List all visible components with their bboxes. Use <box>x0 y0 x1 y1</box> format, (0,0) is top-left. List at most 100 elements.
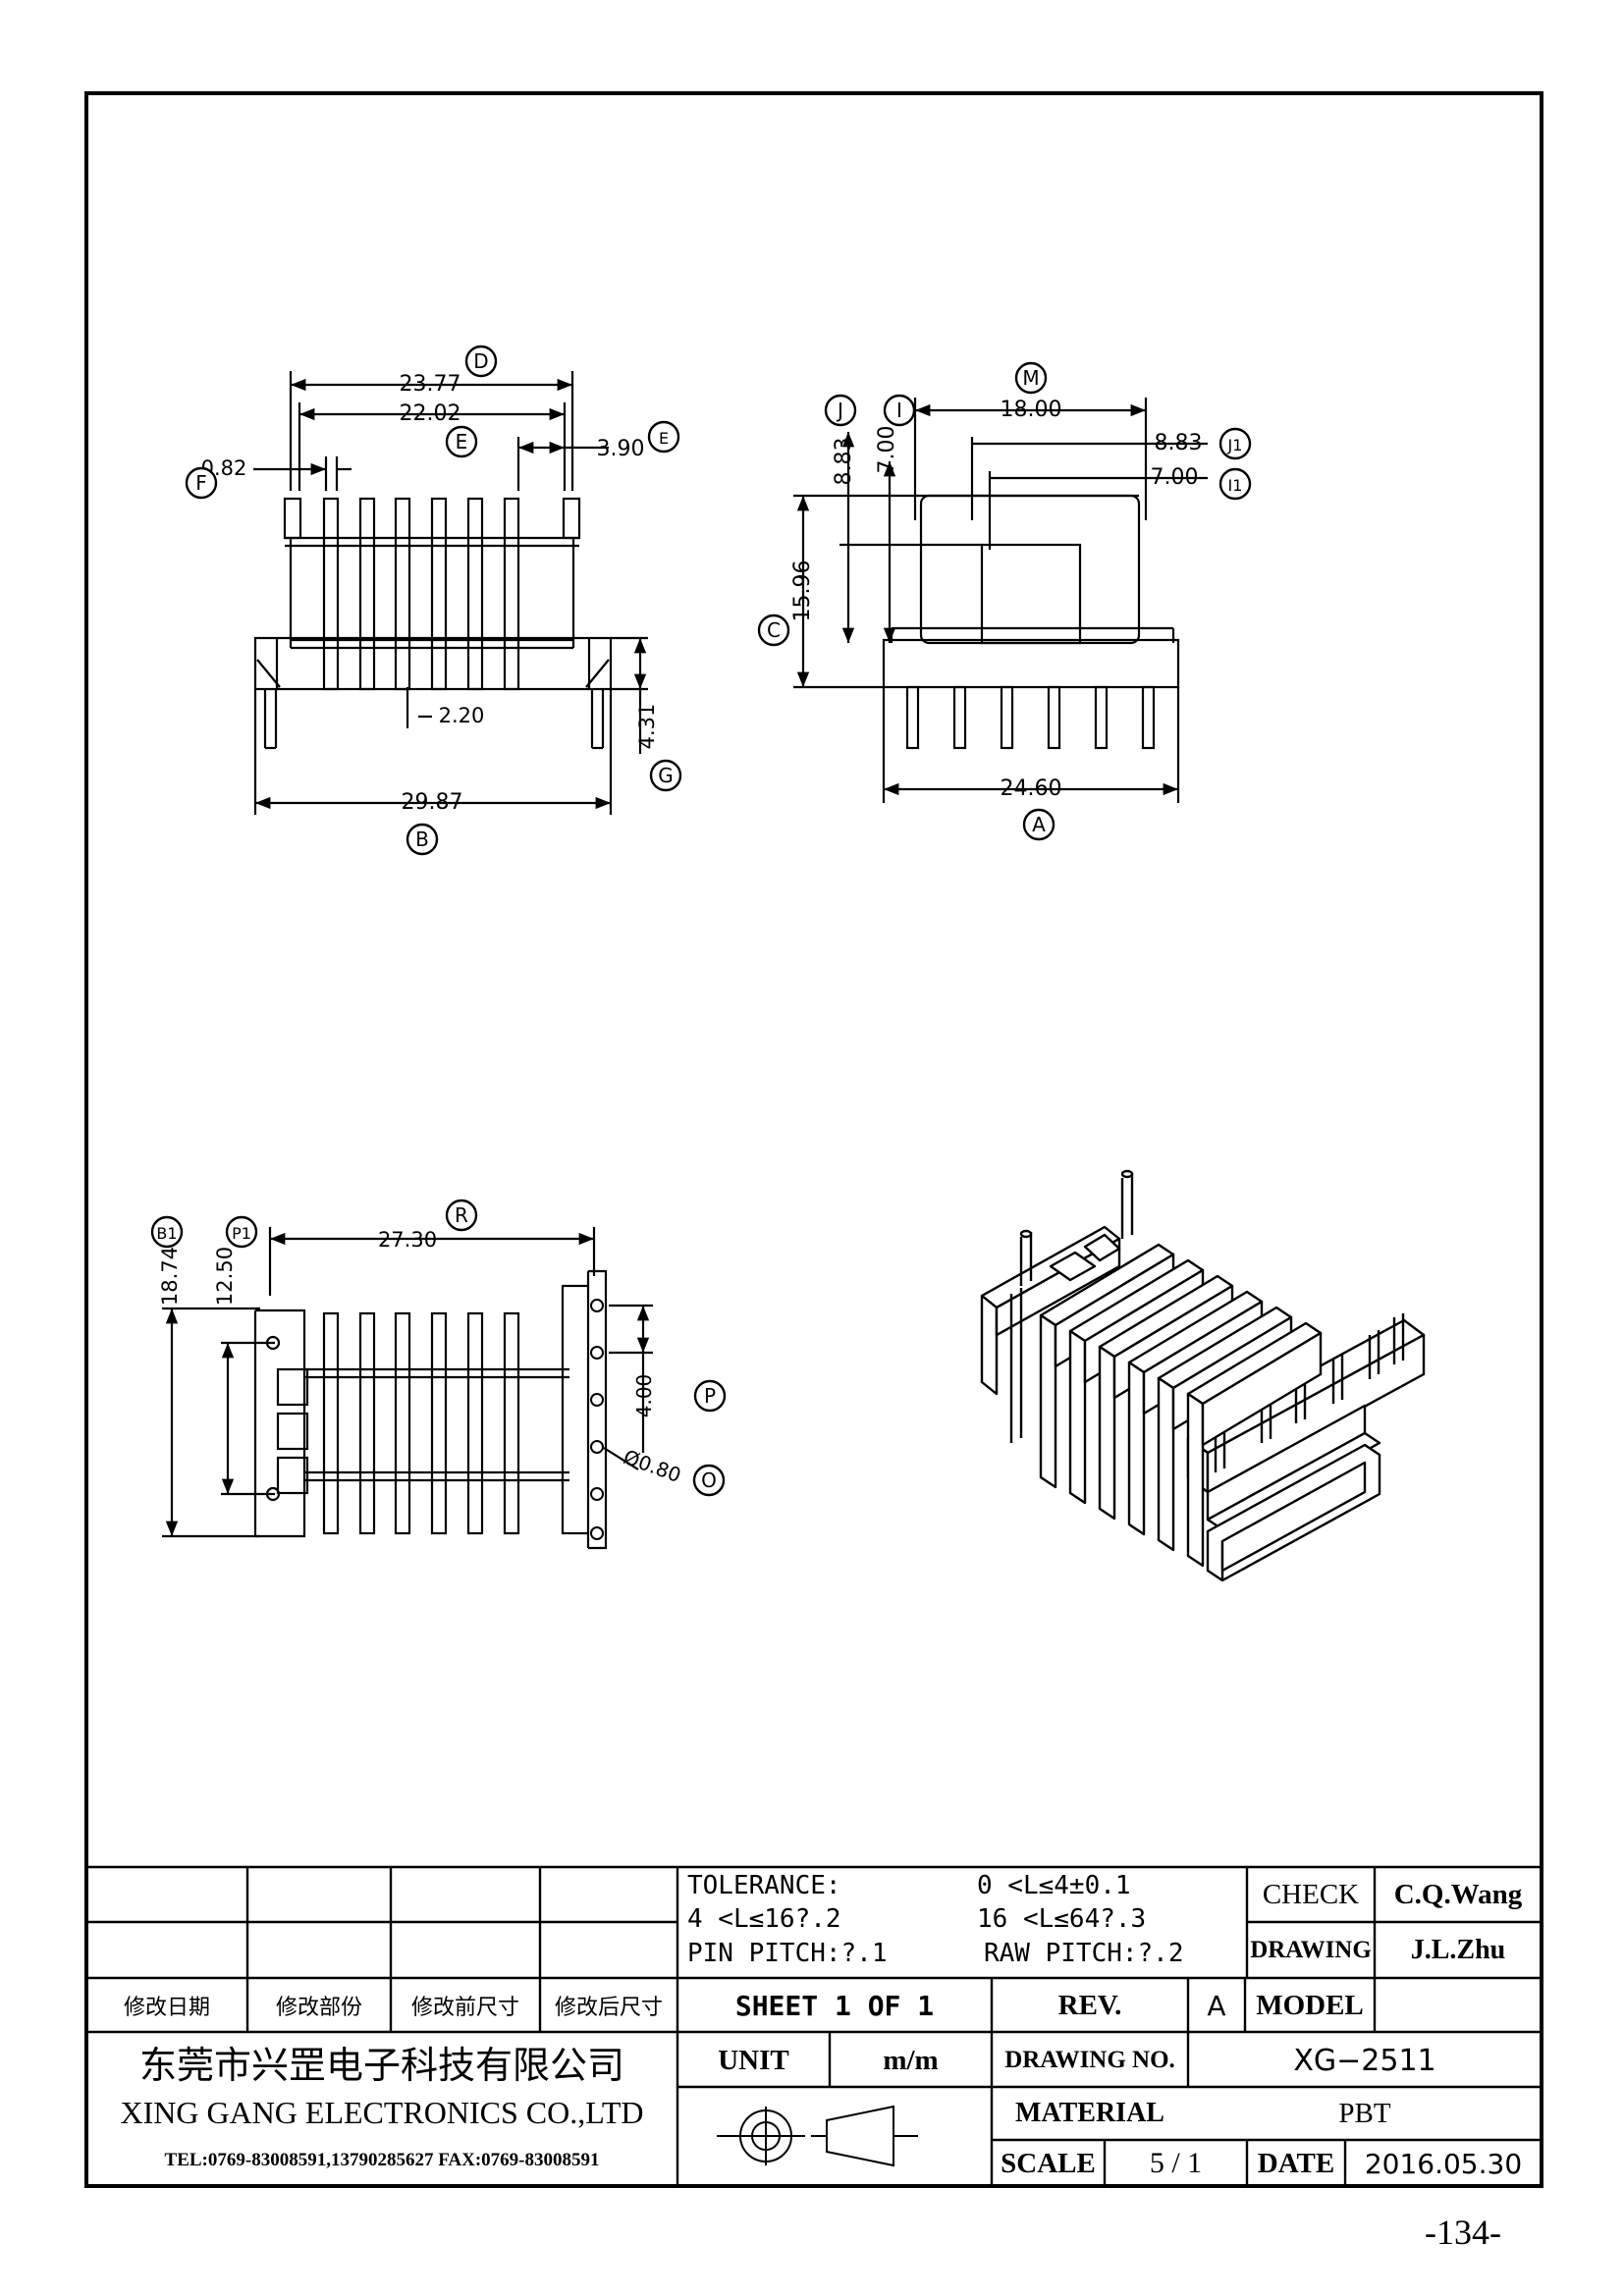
side-pin <box>952 685 967 750</box>
dim-e: 22.02 <box>400 401 461 426</box>
side-view <box>793 398 1208 803</box>
side-pin <box>1047 685 1061 750</box>
callout-g: G <box>649 759 682 792</box>
callout-b: B <box>406 823 439 856</box>
iso-fin-edge <box>1039 1313 1057 1489</box>
dim-i: 7.00 <box>875 426 899 474</box>
bottom-fin <box>394 1311 411 1535</box>
front-fin <box>394 497 411 691</box>
svg-text:E: E <box>456 430 468 454</box>
front-fin <box>503 497 520 691</box>
tolerance-range-3: 16 <L≤64?.3 <box>977 1904 1147 1934</box>
svg-text:A: A <box>1032 813 1046 836</box>
side-view-pins <box>905 685 1156 750</box>
bottom-view <box>162 1227 653 1550</box>
sheet-label: SHEET 1 OF 1 <box>734 1989 935 2022</box>
side-pin <box>1000 685 1014 750</box>
material-value: PBT <box>1338 2097 1391 2129</box>
drawing-no-value: XG−2511 <box>1293 2043 1436 2078</box>
svg-text:I: I <box>896 399 902 422</box>
callout-p1: P1 <box>225 1215 258 1249</box>
model-label: MODEL <box>1256 1989 1364 2021</box>
dim-b1: 18.74 <box>158 1247 182 1306</box>
drawing-label: DRAWING <box>1250 1937 1372 1963</box>
tolerance-range-2: 4 <L≤16?.2 <box>687 1904 841 1934</box>
dim-i2: 7.00 <box>1151 465 1199 490</box>
scale-label: SCALE <box>1001 2147 1096 2179</box>
svg-text:J1: J1 <box>1227 436 1243 454</box>
company-name-en: XING GANG ELECTRONICS CO.,LTD <box>120 2094 644 2130</box>
svg-text:G: G <box>658 764 674 787</box>
page-number: -134- <box>1425 2213 1501 2252</box>
isometric-view <box>980 1169 1426 1582</box>
callout-o: O <box>692 1464 726 1497</box>
pin-pitch: PIN PITCH:?.1 <box>687 1939 888 1968</box>
check-label: CHECK <box>1262 1878 1360 1910</box>
svg-text:B: B <box>415 828 429 851</box>
bottom-fin <box>430 1311 448 1535</box>
front-fin <box>466 497 484 691</box>
dim-m: 18.00 <box>1001 398 1062 422</box>
isometric-fins <box>1039 1243 1323 1568</box>
pin-hole <box>590 1346 604 1360</box>
callout-e: E <box>445 425 478 458</box>
svg-text:D: D <box>473 349 488 373</box>
front-fin <box>430 497 448 691</box>
pin-hole <box>590 1526 604 1540</box>
scale-value: 5 / 1 <box>1149 2147 1203 2179</box>
callout-i1: I1 <box>1218 467 1252 501</box>
date-value: 2016.05.30 <box>1364 2147 1523 2180</box>
pin-hole <box>590 1487 604 1501</box>
svg-text:R: R <box>455 1203 468 1227</box>
svg-text:P: P <box>704 1384 716 1408</box>
projection-symbol-icon <box>717 2105 918 2167</box>
callout-c: C <box>757 614 790 647</box>
callout-a: A <box>1022 808 1056 841</box>
check-value: C.Q.Wang <box>1393 1878 1523 1910</box>
dim-j2: 8.83 <box>1155 431 1203 455</box>
bottom-view-pin-holes <box>590 1299 604 1540</box>
svg-text:O: O <box>701 1468 717 1492</box>
svg-text:P1: P1 <box>232 1224 251 1243</box>
dim-c: 15.96 <box>790 561 815 622</box>
dim-pitch-lower: 2.20 <box>439 704 485 727</box>
dim-o: Ø0.80 <box>621 1445 684 1487</box>
callout-i: I <box>883 394 916 427</box>
rev-header-date: 修改日期 <box>123 1995 210 2019</box>
dim-d: 23.77 <box>400 372 461 397</box>
callout-j1: J1 <box>1218 427 1252 460</box>
callout-r: R <box>445 1199 478 1232</box>
svg-text:B1: B1 <box>156 1224 177 1243</box>
svg-text:M: M <box>1022 366 1039 390</box>
bottom-view-fins <box>322 1311 520 1535</box>
callout-e2: E <box>647 420 680 454</box>
unit-value: m/m <box>883 2044 939 2076</box>
bottom-fin <box>358 1311 376 1535</box>
unit-label: UNIT <box>718 2044 789 2076</box>
iso-fin-edge <box>1157 1376 1175 1552</box>
model-value <box>1375 1979 1542 2032</box>
callout-d: D <box>464 345 498 378</box>
drawing-value: J.L.Zhu <box>1410 1935 1506 1965</box>
title-block-grid <box>86 1865 1542 2186</box>
callout-b1: B1 <box>150 1215 184 1249</box>
company-contact: TEL:0769-83008591,13790285627 FAX:0769-8… <box>164 2150 600 2170</box>
pin-hole <box>590 1440 604 1454</box>
dim-b: 29.87 <box>402 790 463 815</box>
tolerance-range-1: 0 <L≤4±0.1 <box>977 1871 1131 1900</box>
front-view-fins <box>322 497 520 691</box>
rev-header-after: 修改后尺寸 <box>554 1995 663 2019</box>
iso-fin-face <box>1201 1331 1323 1447</box>
svg-text:I1: I1 <box>1228 476 1243 495</box>
bottom-fin <box>466 1311 484 1535</box>
svg-text:C: C <box>767 618 781 642</box>
callout-j: J <box>824 394 857 427</box>
dim-g: 4.31 <box>635 704 659 750</box>
drawing-no-label: DRAWING NO. <box>1004 2047 1175 2073</box>
side-pin <box>905 685 920 750</box>
front-fin <box>322 497 340 691</box>
company-name-cn: 东莞市兴罡电子科技有限公司 <box>138 2045 624 2087</box>
bottom-fin <box>503 1311 520 1535</box>
